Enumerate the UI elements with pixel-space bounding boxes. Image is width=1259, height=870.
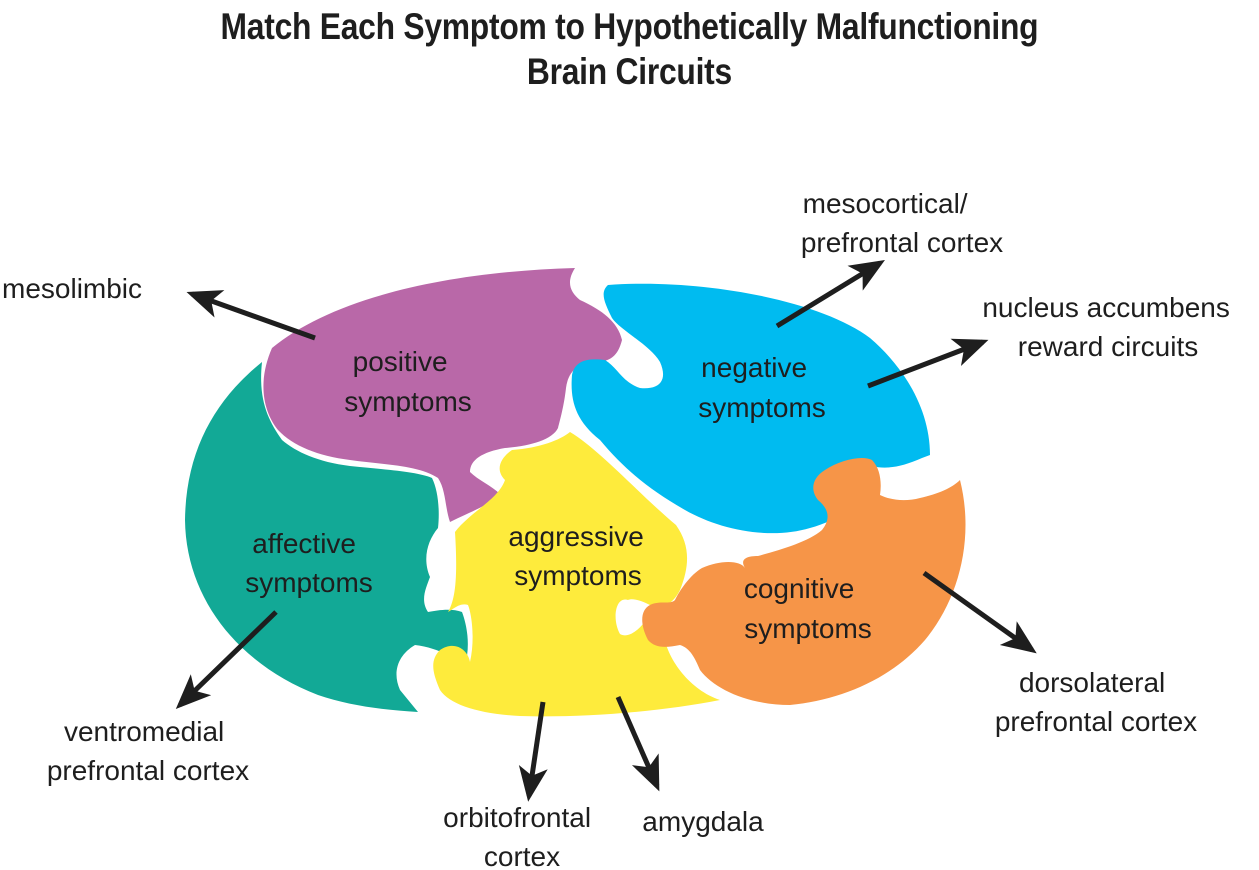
dorsolateral-label-line-2: prefrontal cortex [995,706,1197,737]
aggressive-label-line-2: symptoms [514,560,642,591]
affective-label-line-1: affective [252,528,356,559]
aggressive-label-line-1: aggressive [508,521,643,552]
arrow-cognitive-to-dorsolateral [922,570,1037,654]
mesolimbic-label-line-1: mesolimbic [2,273,142,304]
title-line-1: Match Each Symptom to Hypothetically Mal… [220,6,1039,47]
mesocortical-label-line-2: prefrontal cortex [801,227,1003,258]
positive-label: positive symptoms [344,346,472,417]
positive-label-line-1: positive [353,346,448,377]
arrow-positive-to-mesolimbic [186,290,316,341]
affective-piece [185,362,468,712]
affective-label-line-2: symptoms [245,567,373,598]
positive-piece [263,268,622,522]
negative-label-line-2: symptoms [698,392,826,423]
ventromedial-label-line-2: prefrontal cortex [47,755,249,786]
orbitofrontal-label-line-1: orbitofrontal [443,802,591,833]
mesocortical-label: mesocortical/ prefrontal cortex [801,188,1003,258]
cognitive-label-line-1: cognitive [744,573,855,604]
mesocortical-label-line-1: mesocortical/ [803,188,968,219]
amygdala-label-line-1: amygdala [642,806,764,837]
cognitive-label-line-2: symptoms [744,613,872,644]
arrow-negative-to-nucleus-accumbens [867,338,989,389]
nucleus-accumbens-label-line-1: nucleus accumbens [982,292,1229,323]
ventromedial-label: ventromedial prefrontal cortex [47,716,249,786]
orbitofrontal-label-line-2: cortex [484,841,560,870]
nucleus-accumbens-label: nucleus accumbens reward circuits [982,292,1237,362]
arrow-aggressive-to-amygdala [615,695,660,792]
affective-label: affective symptoms [245,528,373,598]
arrow-negative-to-mesocortical [775,259,885,329]
cognitive-label: cognitive symptoms [744,573,872,644]
title-line-2: Brain Circuits [526,51,732,92]
ventromedial-label-line-1: ventromedial [64,716,224,747]
orbitofrontal-label: orbitofrontal cortex [443,802,599,870]
mesolimbic-label: mesolimbic [2,273,142,304]
nucleus-accumbens-label-line-2: reward circuits [1018,331,1198,362]
aggressive-piece [433,432,720,717]
negative-label: negative symptoms [698,352,826,423]
dorsolateral-label: dorsolateral prefrontal cortex [995,667,1197,737]
diagram-title: Match Each Symptom to Hypothetically Mal… [88,4,1171,94]
amygdala-label: amygdala [642,806,764,837]
arrow-affective-to-ventromedial [175,610,278,710]
negative-label-line-1: negative [701,352,807,383]
aggressive-label: aggressive symptoms [508,521,651,591]
dorsolateral-label-line-1: dorsolateral [1019,667,1165,698]
positive-label-line-2: symptoms [344,386,472,417]
arrow-aggressive-to-orbitofrontal [518,701,548,802]
cognitive-piece [642,458,966,705]
